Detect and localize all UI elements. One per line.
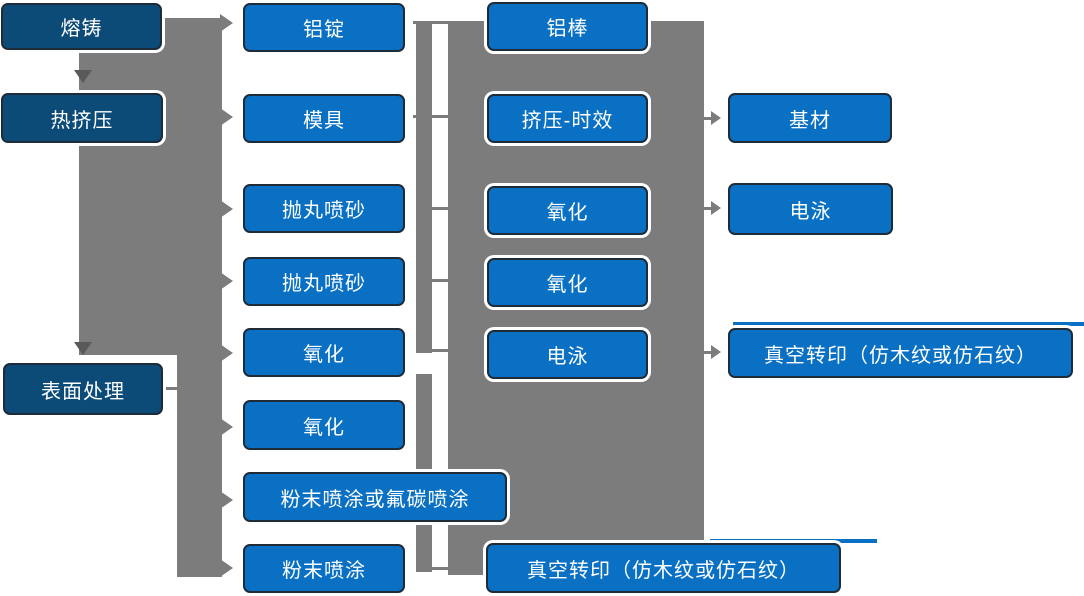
line-band-to-block-row4: [416, 279, 448, 282]
node-surface-treatment: 表面处理: [3, 363, 163, 415]
node-oxidation-2: 氧化: [243, 400, 405, 450]
accent-line-bottom-row: [710, 539, 877, 543]
connector-band-left-lower: [177, 353, 222, 577]
node-oxidation-1: 氧化: [243, 328, 405, 377]
accent-line-right-row3: [733, 322, 1084, 326]
line-surface-treatment-to-band: [163, 387, 177, 390]
arrow-to-mold: [220, 108, 233, 126]
node-vacuum-transfer-right: 真空转印（仿木纹或仿石纹）: [728, 328, 1073, 378]
node-vacuum-transfer-bottom: 真空转印（仿木纹或仿石纹）: [486, 543, 841, 593]
arrow-to-powder-coating: [220, 559, 233, 577]
stem-to-vacuum-transfer-right: [703, 351, 712, 354]
connector-block-left: [79, 18, 222, 355]
line-band-to-block-row2: [413, 115, 448, 118]
node-electrophoresis-1: 电泳: [487, 330, 648, 379]
node-melt-casting: 熔铸: [1, 3, 162, 50]
arrow-down-to-surface-treatment: [74, 342, 92, 355]
arrow-to-shot-blast-1: [220, 200, 233, 218]
node-shot-blast-sand-2: 抛丸喷砂: [243, 257, 405, 306]
arrow-down-melt-to-extrusion: [74, 70, 92, 83]
node-hot-extrusion: 热挤压: [1, 93, 163, 143]
node-oxidation-4: 氧化: [487, 258, 648, 307]
arrow-to-base-material: [711, 111, 721, 125]
line-band-to-block-row5: [416, 349, 448, 352]
node-electrophoresis-2: 电泳: [728, 183, 893, 235]
node-shot-blast-sand-1: 抛丸喷砂: [243, 184, 405, 233]
stem-to-electrophoresis-right: [703, 207, 712, 210]
node-oxidation-3: 氧化: [487, 186, 648, 235]
line-band-to-strip-bottom: [430, 567, 450, 570]
arrow-to-shot-blast-2: [220, 272, 233, 290]
line-band-to-block-row3: [416, 207, 448, 210]
arrow-to-oxidation-2: [220, 418, 233, 436]
node-aluminum-ingot: 铝锭: [243, 3, 405, 52]
node-base-material: 基材: [728, 93, 892, 143]
node-mold: 模具: [243, 94, 405, 143]
arrow-to-electrophoresis-right: [711, 201, 721, 215]
line-band-to-block-row1: [413, 21, 448, 24]
node-powder-coating: 粉末喷涂: [243, 544, 405, 593]
arrow-to-aluminum-ingot: [220, 14, 233, 32]
arrow-to-oxidation-1: [220, 344, 233, 362]
node-extrusion-aging: 挤压-时效: [487, 94, 648, 143]
connector-band-middle-upper: [416, 21, 432, 353]
stem-to-base-material: [703, 117, 712, 120]
node-powder-or-fluorocarbon-coating: 粉末喷涂或氟碳喷涂: [243, 472, 507, 522]
arrow-to-powder-fluorocarbon: [220, 491, 233, 509]
connector-strip-bottom: [448, 543, 486, 575]
arrow-to-vacuum-transfer-right: [711, 345, 721, 359]
node-aluminum-rod: 铝棒: [487, 2, 648, 51]
